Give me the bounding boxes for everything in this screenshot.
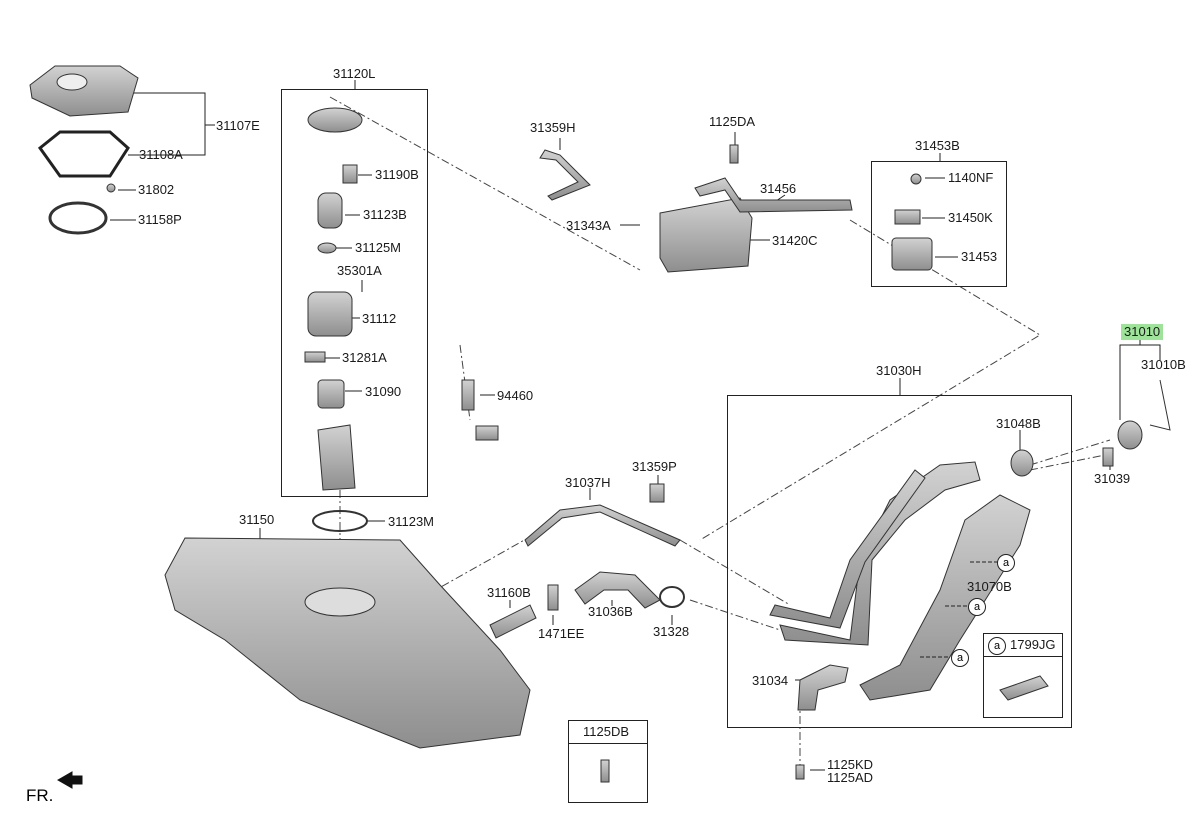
part-label-1125DB[interactable]: 1125DB — [583, 724, 630, 739]
gasket-part — [1010, 449, 1034, 477]
part-label-31010B[interactable]: 31010B — [1141, 357, 1186, 372]
sender-part — [461, 379, 475, 411]
part-label-35301A[interactable]: 35301A — [337, 263, 382, 278]
part-label-31343A[interactable]: 31343A — [566, 218, 611, 233]
part-label-1799JG[interactable]: 1799JG — [1010, 637, 1056, 652]
part-label-31010[interactable]: 31010 — [1121, 324, 1164, 340]
bolt-part — [729, 144, 739, 164]
part-label-31037H[interactable]: 31037H — [565, 475, 611, 490]
vent-pipe-part — [769, 469, 926, 629]
part-label-31158P[interactable]: 31158P — [138, 212, 182, 227]
part-label-31453B[interactable]: 31453B — [915, 138, 960, 153]
bolt-part — [795, 764, 805, 780]
cable-part — [1149, 379, 1171, 431]
plate-part — [29, 65, 139, 117]
front-direction-label: FR. — [26, 786, 54, 805]
callout-a: a — [951, 649, 969, 667]
part-label-31420C[interactable]: 31420C — [772, 233, 818, 248]
part-label-31112[interactable]: 31112 — [362, 311, 397, 326]
leader-line — [699, 219, 1041, 541]
gasket-part — [37, 130, 130, 178]
protector-part — [859, 494, 1031, 701]
hose-part — [489, 604, 537, 639]
fuel-tank-part — [164, 537, 531, 749]
part-label-1125KD[interactable]: 1125KD — [827, 757, 874, 772]
regulator-part — [342, 164, 358, 184]
lock-ring-part — [48, 201, 108, 235]
part-label-31453[interactable]: 31453 — [961, 249, 998, 264]
pump-reservoir-part — [307, 291, 353, 337]
part-label-31190B[interactable]: 31190B — [375, 167, 419, 182]
part-label-31034[interactable]: 31034 — [752, 673, 789, 688]
front-arrow-icon — [56, 771, 83, 789]
leader-line — [689, 599, 781, 631]
part-label-31030H[interactable]: 31030H — [876, 363, 922, 378]
part-label-31123M[interactable]: 31123M — [388, 514, 435, 529]
part-label-31070B[interactable]: 31070B — [967, 579, 1012, 594]
leader-line — [1029, 439, 1111, 466]
filter-part — [891, 237, 933, 271]
part-label-1125DA[interactable]: 1125DA — [709, 114, 756, 129]
part-label-1140NF[interactable]: 1140NF — [948, 170, 994, 185]
part-label-31108A[interactable]: 31108A — [139, 147, 183, 162]
part-label-31123B[interactable]: 31123B — [363, 207, 407, 222]
bend-hose-part — [574, 571, 661, 609]
vapor-tube-part — [539, 149, 591, 201]
pump-flange-part — [307, 107, 363, 133]
callout-a: a — [988, 637, 1006, 655]
part-label-31039[interactable]: 31039 — [1094, 471, 1131, 486]
vapor-hose-part — [524, 504, 681, 547]
part-label-1471EE[interactable]: 1471EE — [538, 626, 585, 641]
part-label-31456[interactable]: 31456 — [760, 181, 797, 196]
part-label-31450K[interactable]: 31450K — [948, 210, 993, 225]
bolt-part — [106, 183, 116, 193]
clamp-part — [659, 586, 685, 608]
part-label-31802[interactable]: 31802 — [138, 182, 175, 197]
part-label-31125M[interactable]: 31125M — [355, 240, 402, 255]
seal-ring-part — [312, 510, 368, 532]
bracket-part — [894, 209, 921, 225]
sender-float-part — [475, 425, 499, 441]
leader-line — [399, 519, 561, 611]
leader-line — [329, 96, 641, 271]
filter-cap-part — [317, 242, 337, 254]
callout-a: a — [997, 554, 1015, 572]
clip-part — [304, 351, 326, 363]
tank-opening — [304, 587, 376, 617]
pump-bucket-part — [317, 424, 356, 491]
part-label-31359P[interactable]: 31359P — [632, 459, 677, 474]
part-label-31359H[interactable]: 31359H — [530, 120, 576, 135]
clip-part — [999, 675, 1049, 701]
bracket-part — [797, 664, 849, 711]
clamp-part — [547, 584, 559, 611]
part-label-31048B[interactable]: 31048B — [996, 416, 1041, 431]
part-label-1125AD[interactable]: 1125AD — [827, 770, 874, 785]
canister-part — [659, 197, 753, 273]
part-label-31150[interactable]: 31150 — [239, 512, 275, 527]
bolt-part — [600, 759, 610, 783]
part-label-31328[interactable]: 31328 — [653, 624, 690, 639]
clip-part — [649, 483, 665, 503]
part-label-31281A[interactable]: 31281A — [342, 350, 387, 365]
nut-part — [910, 173, 922, 185]
part-label-31160B[interactable]: 31160B — [487, 585, 531, 600]
plate-hole — [56, 73, 88, 91]
part-label-31107E[interactable]: 31107E — [216, 118, 260, 133]
part-label-31120L[interactable]: 31120L — [333, 66, 376, 81]
part-label-94460[interactable]: 94460 — [497, 388, 534, 403]
screw-part — [1102, 447, 1114, 467]
pump-motor-part — [317, 192, 343, 229]
pump-bracket-part — [317, 379, 345, 409]
leader-line — [1029, 454, 1106, 471]
callout-a: a — [968, 598, 986, 616]
part-label-31090[interactable]: 31090 — [365, 384, 402, 399]
filler-door-part — [1117, 420, 1143, 450]
vent-hose-part — [694, 177, 853, 213]
leader-line — [679, 539, 791, 606]
part-label-31036B[interactable]: 31036B — [588, 604, 633, 619]
